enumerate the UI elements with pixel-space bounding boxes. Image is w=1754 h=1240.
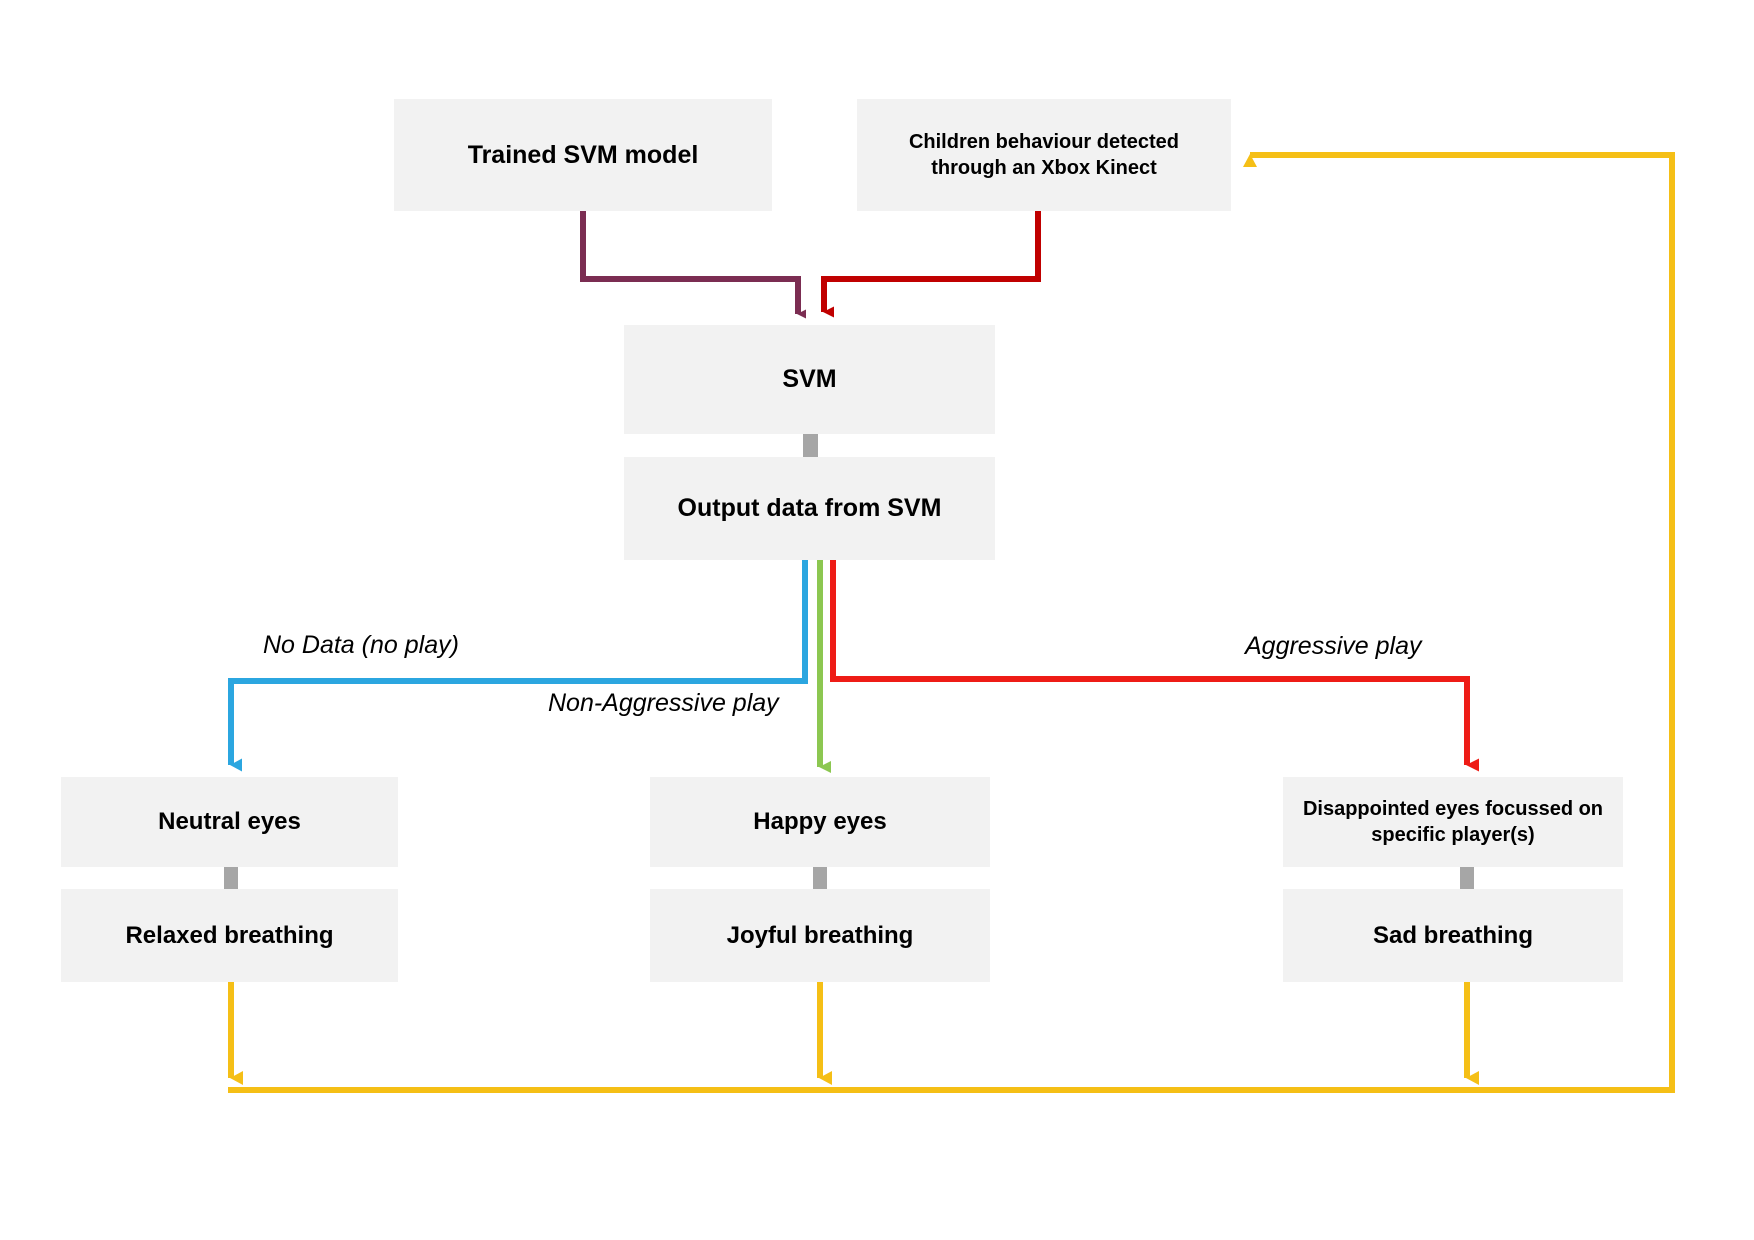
node-children-behaviour-kinect[interactable]: Children behaviour detected through an X… [857, 99, 1231, 211]
edge-kinect-to-svm [821, 211, 1041, 318]
node-neutral-eyes-label: Neutral eyes [158, 808, 301, 836]
node-joyful-breathing-label: Joyful breathing [726, 921, 914, 949]
edge-label-no-data: No Data (no play) [263, 631, 459, 659]
node-disappointed-eyes-line2: specific player(s) [1371, 824, 1535, 846]
node-sad-breathing-label: Sad breathing [1372, 921, 1534, 949]
edge-aggressive-to-disappointed-eyes [830, 560, 1479, 772]
node-sad-breathing[interactable]: Sad breathing [1283, 889, 1623, 982]
node-disappointed-eyes-line1: Disappointed eyes focussed on [1302, 797, 1604, 820]
node-svm-label: SVM [782, 365, 837, 393]
node-children-behaviour-kinect-label: Children behaviour detected through an X… [867, 129, 1221, 182]
edge-label-aggressive: Aggressive play [1245, 632, 1422, 660]
connector-svm-to-output [803, 434, 818, 457]
connector-neutral-to-relaxed [224, 867, 238, 889]
node-svm[interactable]: SVM [624, 325, 995, 434]
node-output-data-label: Output data from SVM [677, 494, 942, 522]
edge-trained-model-to-svm [580, 211, 806, 319]
edge-no-data-to-neutral-eyes [228, 560, 808, 772]
node-relaxed-breathing[interactable]: Relaxed breathing [61, 889, 398, 982]
node-trained-svm-model[interactable]: Trained SVM model [394, 99, 772, 211]
connector-happy-to-joyful [813, 867, 827, 889]
node-neutral-eyes[interactable]: Neutral eyes [61, 777, 398, 867]
node-relaxed-breathing-label: Relaxed breathing [125, 921, 334, 949]
node-joyful-breathing[interactable]: Joyful breathing [650, 889, 990, 982]
connector-disappointed-to-sad [1460, 867, 1474, 889]
node-disappointed-eyes-label: Disappointed eyes focussed on specific p… [1293, 796, 1613, 849]
node-trained-svm-model-label: Trained SVM model [467, 140, 699, 169]
node-children-behaviour-line1: Children behaviour detected [908, 130, 1180, 153]
node-disappointed-eyes[interactable]: Disappointed eyes focussed on specific p… [1283, 777, 1623, 867]
node-happy-eyes[interactable]: Happy eyes [650, 777, 990, 867]
edge-label-non-aggressive: Non-Aggressive play [548, 689, 779, 717]
node-output-data[interactable]: Output data from SVM [624, 457, 995, 560]
node-happy-eyes-label: Happy eyes [753, 808, 887, 836]
node-children-behaviour-line2: through an Xbox Kinect [931, 157, 1157, 179]
